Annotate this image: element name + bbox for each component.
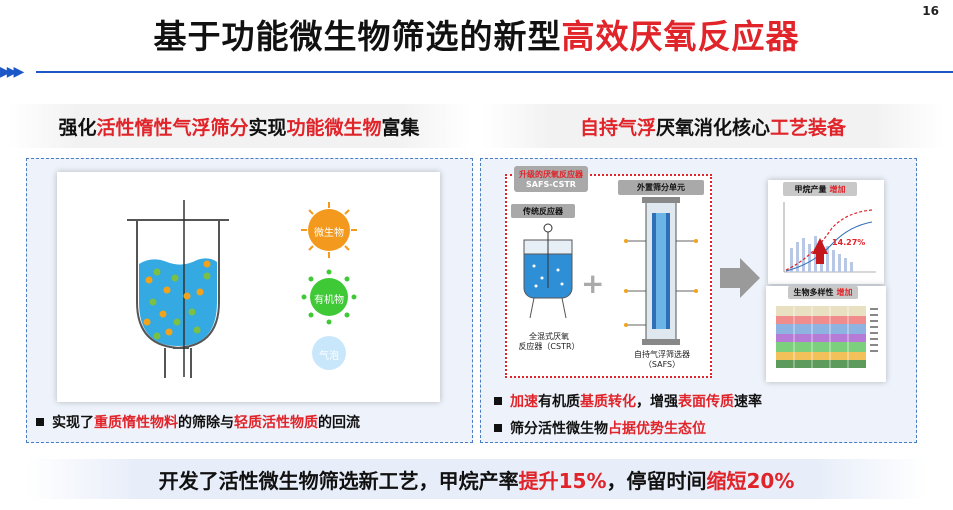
banner-p2: 提升15%: [518, 468, 607, 493]
left-heading-p4: 功能微生物: [286, 116, 382, 139]
right-heading-p3: 工艺装备: [770, 116, 847, 139]
page-number: 16: [922, 4, 939, 18]
gas-bubble-icon: [312, 336, 346, 370]
left-bullet-p5: 的回流: [318, 415, 360, 431]
organic-label: 有机物: [314, 295, 344, 306]
right-bullet-1: 加速有机质基质转化，增强表面传质速率: [494, 391, 762, 411]
left-heading-p3: 实现: [248, 116, 287, 139]
cstr-caption-2: 反应器（CSTR）: [518, 342, 580, 351]
plus-icon: +: [581, 267, 605, 300]
safs-caption: 自持气浮筛选器 （SAFS）: [622, 350, 702, 370]
left-heading: 强化活性惰性气浮筛分实现功能微生物富集: [8, 104, 470, 148]
banner-p4: 缩短20%: [706, 468, 795, 493]
reactor-illustration-card: [57, 172, 440, 402]
left-heading-p1: 强化: [58, 116, 97, 139]
bullet-square-icon: [36, 418, 44, 426]
left-bullet-p4: 轻质活性物质: [234, 415, 318, 431]
bullet-square-icon: [494, 424, 502, 432]
external-unit-label: 外置筛分单元: [637, 183, 685, 192]
left-bullet-p2: 重质惰性物料: [94, 415, 178, 431]
diversity-chart: [776, 306, 878, 368]
right-bullet1-p6: 速率: [734, 394, 762, 410]
microbe-icon: [301, 202, 357, 258]
diversity-label: 生物多样性: [793, 288, 834, 297]
right-bullet1-p4: ，增强: [636, 394, 678, 410]
methane-tag-text: 增加: [829, 184, 846, 194]
upgraded-label: 升级的厌氧反应器: [519, 170, 583, 179]
reactor-illustration: [127, 200, 357, 378]
cstr-diagram: [523, 223, 573, 319]
safs-cstr-label: SAFS-CSTR: [526, 180, 576, 189]
methane-chart: [783, 202, 876, 273]
bullet-square-icon: [494, 397, 502, 405]
left-heading-p2: 活性惰性气浮筛分: [96, 116, 249, 139]
title-part2: 高效厌氧反应器: [561, 17, 800, 56]
right-bullet2-p1: 筛分活性微生物: [510, 421, 608, 437]
right-heading: 自持气浮厌氧消化核心工艺装备: [482, 104, 944, 148]
right-bullet1-p3: 基质转化: [580, 394, 636, 410]
safs-caption-1: 自持气浮筛选器: [634, 350, 690, 359]
organic-matter-icon: [301, 269, 357, 325]
cstr-caption-1: 全混式厌氧: [529, 332, 569, 341]
methane-tag: 甲烷产量增加: [783, 182, 857, 196]
right-bullet1-p1: 加速: [510, 394, 538, 410]
upgraded-reactor-tag: 升级的厌氧反应器 SAFS-CSTR: [514, 166, 588, 192]
traditional-reactor-tag: 传统反应器: [511, 204, 575, 218]
cstr-caption: 全混式厌氧 反应器（CSTR）: [513, 332, 585, 352]
title-part1: 基于功能微生物筛选的新型: [153, 17, 562, 56]
left-bullet-p3: 的筛除与: [178, 415, 234, 431]
left-bullet-p1: 实现了: [52, 415, 94, 431]
banner-p1: 开发了活性微生物筛选新工艺，甲烷产率: [158, 468, 519, 493]
left-bullet: 实现了重质惰性物料的筛除与轻质活性物质的回流: [36, 412, 360, 432]
right-bullet1-p5: 表面传质: [678, 394, 734, 410]
banner-p3: ，停留时间: [606, 468, 707, 493]
bubble-label: 气泡: [319, 351, 339, 362]
particle-dots: [143, 260, 211, 340]
right-heading-p1: 自持气浮: [579, 116, 656, 139]
diversity-tag-text: 增加: [836, 288, 853, 297]
right-bullet2-p2: 占据优势生态位: [608, 421, 706, 437]
microbe-label: 微生物: [314, 228, 344, 239]
traditional-label: 传统反应器: [523, 206, 563, 216]
methane-percent: 14.27%: [832, 238, 866, 247]
safs-caption-2: （SAFS）: [643, 360, 681, 369]
summary-banner: 开发了活性微生物筛选新工艺，甲烷产率提升15%，停留时间缩短20%: [26, 459, 927, 499]
right-bullet-2: 筛分活性微生物占据优势生态位: [494, 418, 706, 438]
right-heading-p2: 厌氧消化核心: [655, 116, 770, 139]
right-arrow-icon: [720, 258, 760, 298]
external-unit-tag: 外置筛分单元: [618, 180, 704, 195]
right-bullet1-p2: 有机质: [538, 394, 580, 410]
methane-label: 甲烷产量: [794, 184, 827, 194]
safs-column-diagram: [624, 197, 698, 345]
left-heading-p5: 富集: [381, 116, 420, 139]
header-divider: [36, 71, 953, 73]
page-title: 基于功能微生物筛选的新型高效厌氧反应器: [0, 10, 953, 58]
arrow-decoration-icon: ▶▶▶: [0, 64, 24, 80]
diversity-tag: 生物多样性增加: [788, 286, 858, 299]
